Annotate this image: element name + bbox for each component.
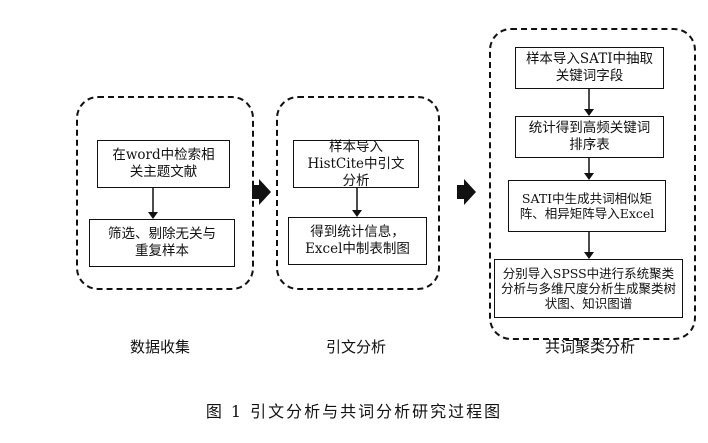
stage-label-citation-analysis: 引文分析	[325, 338, 386, 356]
stage-citation-analysis-group	[276, 96, 440, 290]
stage-coword-cluster-group	[489, 28, 696, 340]
step-keyword-ranking: 统计得到高频关键词排序表	[515, 116, 664, 158]
arrowhead-stage2	[352, 210, 362, 217]
arrowhead-stage1	[148, 212, 158, 219]
step-statistics-excel: 得到统计信息，Excel中制表制图	[288, 217, 427, 265]
block-arrow-2-to-3	[457, 179, 476, 205]
step-filter-samples: 筛选、剔除无关与重复样本	[89, 219, 235, 267]
block-arrow-1-to-2	[252, 179, 271, 205]
arrowhead-stage3-a	[584, 109, 594, 116]
step-spss-analysis: 分别导入SPSS中进行系统聚类分析与多维尺度分析生成聚类树状图、知识图谱	[494, 259, 683, 318]
step-generate-matrix: SATI中生成共词相似矩阵、相异矩阵导入Excel	[508, 180, 666, 232]
figure-caption: 图 1 引文分析与共词分析研究过程图	[205, 402, 503, 421]
step-import-histcite: 样本导入HistCite中引文分析	[293, 139, 419, 189]
arrowhead-stage3-b	[584, 173, 594, 180]
step-search-word: 在word中检索相关主题文献	[97, 140, 230, 188]
stage-label-data-collection: 数据收集	[129, 338, 190, 356]
step-import-sati: 样本导入SATI中抽取关键词字段	[515, 47, 664, 89]
arrowhead-stage3-c	[584, 252, 594, 259]
stage-label-coword-cluster: 共词聚类分析	[544, 338, 635, 356]
